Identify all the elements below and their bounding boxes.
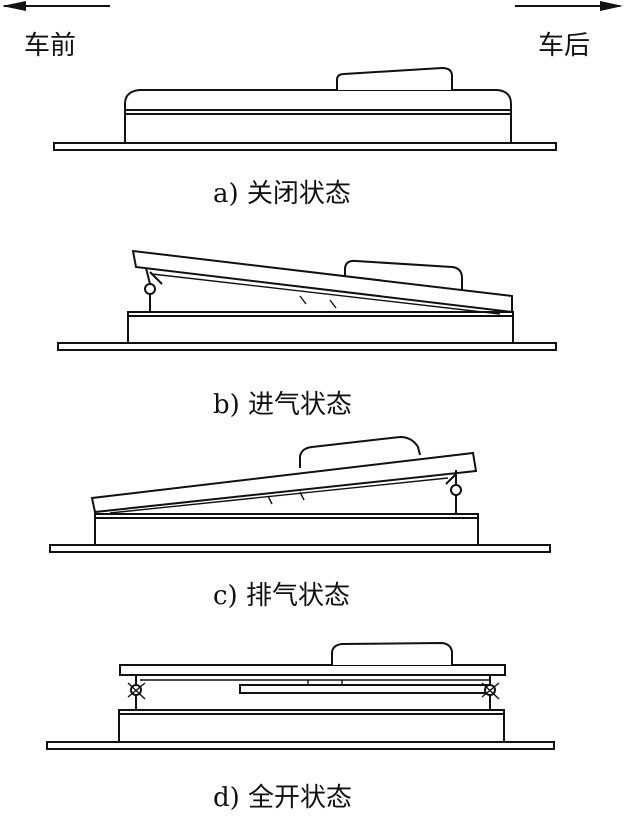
roof-panel-base [49, 544, 551, 553]
sunshade-module [331, 641, 453, 665]
closed-state-figure [53, 66, 557, 151]
rear-label: 车后 [538, 31, 590, 61]
sunroof-housing [124, 89, 512, 144]
roof-panel-base [46, 741, 555, 750]
rear-direction-arrow [515, 1, 623, 11]
lift-pivot [450, 484, 462, 496]
lift-mechanism-front [127, 675, 146, 710]
caption-fully-open: d) 全开状态 [213, 783, 352, 813]
glass-panel-tilted [131, 249, 513, 314]
caption-intake: b) 进气状态 [213, 390, 352, 420]
sunroof-frame [118, 709, 505, 743]
lift-pivot [144, 283, 156, 295]
caption-exhaust: c) 排气状态 [213, 581, 350, 611]
roof-panel-base [53, 142, 557, 151]
glass-panel-raised [119, 664, 506, 676]
fully-open-state-figure [46, 641, 555, 750]
caption-closed: a) 关闭状态 [213, 179, 351, 209]
glass-panel-tilted [90, 451, 478, 514]
slide-rail [239, 684, 489, 694]
roof-panel-base [57, 342, 557, 351]
lift-arm [145, 267, 151, 285]
intake-state-figure [57, 249, 557, 351]
sunroof-frame [94, 513, 479, 546]
front-label: 车前 [24, 31, 76, 61]
exhaust-state-figure [49, 435, 551, 553]
front-direction-arrow [2, 1, 110, 11]
sunshade-module [336, 66, 453, 90]
lift-mechanism-rear [481, 675, 500, 710]
sunroof-frame [127, 311, 514, 344]
sunshade-module [299, 435, 421, 468]
